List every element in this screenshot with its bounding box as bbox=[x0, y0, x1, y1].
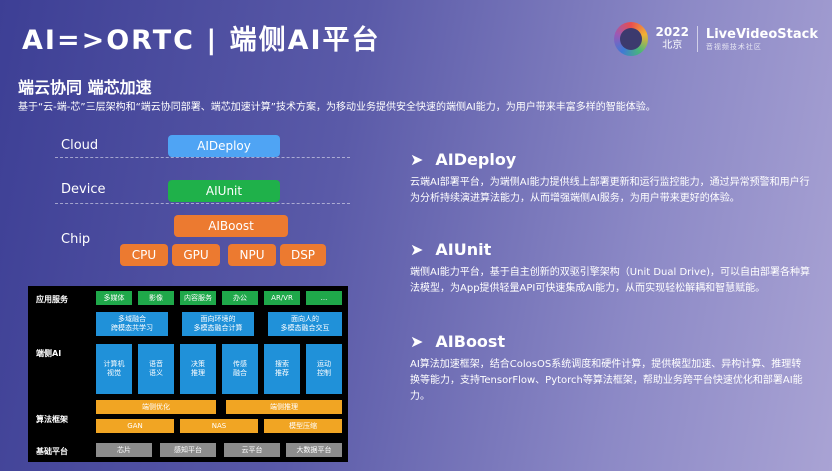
aideploy-heading: AIDeploy bbox=[435, 150, 517, 169]
arch-row-label: 基础平台 bbox=[36, 447, 68, 456]
base-box: 芯片 bbox=[96, 443, 152, 457]
aiboost-heading-row: ➤ AIBoost bbox=[410, 332, 810, 351]
section-subheading: 端云协同 端芯加速 bbox=[18, 78, 152, 97]
aiunit-section: ➤ AIUnit 端侧AI能力平台，基于自主创新的双驱引擎架构（Unit Dua… bbox=[410, 240, 810, 297]
aiunit-body: 端侧AI能力平台，基于自主创新的双驱引擎架构（Unit Dual Drive)，… bbox=[410, 267, 811, 294]
slide-title: AI=>ORTC | 端侧AI平台 bbox=[22, 25, 381, 56]
base-box: 大数据平台 bbox=[286, 443, 342, 457]
arrow-bullet-icon: ➤ bbox=[410, 332, 424, 351]
layer-label-device: Device bbox=[61, 182, 106, 197]
layer-label-cloud: Cloud bbox=[61, 138, 99, 153]
brand-name: LiveVideoStack bbox=[705, 26, 818, 42]
brand-subtitle: 音视频技术社区 bbox=[705, 42, 762, 51]
architecture-diagram: 应用服务 端侧AI 算法框架 基础平台 多媒体 影像 内容服务 办公 AR/VR… bbox=[28, 286, 348, 462]
app-box: 办公 bbox=[222, 291, 258, 305]
algo-box: NAS bbox=[180, 419, 258, 433]
ai-capability-box: 决策 推理 bbox=[180, 344, 216, 394]
algo-box: 端侧推理 bbox=[226, 400, 342, 414]
aiunit-heading-row: ➤ AIUnit bbox=[410, 240, 810, 259]
event-badge-icon bbox=[613, 22, 648, 56]
arrow-bullet-icon: ➤ bbox=[410, 150, 424, 169]
app-box: 影像 bbox=[138, 291, 174, 305]
algo-box: 模型压缩 bbox=[264, 419, 342, 433]
arch-row-label: 端侧AI bbox=[36, 349, 62, 358]
layer-label-chip: Chip bbox=[61, 232, 91, 247]
algo-box: 端侧优化 bbox=[96, 400, 216, 414]
arch-row-label: 应用服务 bbox=[36, 295, 68, 304]
base-box: 云平台 bbox=[224, 443, 280, 457]
algo-box: GAN bbox=[96, 419, 174, 433]
logo-divider bbox=[696, 26, 698, 52]
arrow-bullet-icon: ➤ bbox=[410, 240, 424, 259]
app-box: AR/VR bbox=[264, 291, 300, 305]
aiboost-pill: AIBoost bbox=[174, 215, 288, 237]
aiboost-heading: AIBoost bbox=[435, 332, 506, 351]
aideploy-body: 云端AI部署平台，为端侧AI能力提供线上部署更新和运行监控能力，通过异常预警和用… bbox=[410, 177, 810, 204]
layer-divider bbox=[55, 203, 350, 204]
ai-capability-box: 搜索 推荐 bbox=[264, 344, 300, 394]
aideploy-pill: AIDeploy bbox=[168, 135, 280, 157]
ai-capability-box: 语音 语义 bbox=[138, 344, 174, 394]
ai-fusion-box: 多域融合 跨模态共学习 bbox=[96, 312, 168, 336]
event-year-block: 2022 北京 bbox=[656, 26, 689, 52]
aiunit-heading: AIUnit bbox=[435, 240, 492, 259]
aideploy-heading-row: ➤ AIDeploy bbox=[410, 150, 810, 169]
dsp-pill: DSP bbox=[280, 244, 326, 266]
event-city: 北京 bbox=[662, 40, 683, 51]
layer-divider bbox=[55, 157, 350, 158]
app-box: 多媒体 bbox=[96, 291, 132, 305]
aiboost-body: AI算法加速框架，结合ColosOS系统调度和硬件计算，提供模型加速、异构计算、… bbox=[410, 359, 803, 402]
base-box: 感知平台 bbox=[160, 443, 216, 457]
npu-pill: NPU bbox=[228, 244, 276, 266]
event-logo: 2022 北京 LiveVideoStack 音视频技术社区 bbox=[613, 22, 818, 56]
gpu-pill: GPU bbox=[172, 244, 220, 266]
cpu-pill: CPU bbox=[120, 244, 168, 266]
event-year: 2022 bbox=[655, 25, 689, 39]
ai-capability-box: 运动 控制 bbox=[306, 344, 342, 394]
aideploy-section: ➤ AIDeploy 云端AI部署平台，为端侧AI能力提供线上部署更新和运行监控… bbox=[410, 150, 810, 207]
section-description: 基于“云-端-芯”三层架构和“端云协同部署、端芯加速计算”技术方案，为移动业务提… bbox=[18, 102, 656, 113]
ai-capability-box: 传感 融合 bbox=[222, 344, 258, 394]
aiboost-section: ➤ AIBoost AI算法加速框架，结合ColosOS系统调度和硬件计算，提供… bbox=[410, 332, 810, 405]
ai-capability-box: 计算机 视觉 bbox=[96, 344, 132, 394]
app-box: ... bbox=[306, 291, 342, 305]
ai-fusion-box: 面向人的 多模态融合交互 bbox=[268, 312, 342, 336]
aiunit-pill: AIUnit bbox=[168, 180, 280, 202]
app-box: 内容服务 bbox=[180, 291, 216, 305]
brand-block: LiveVideoStack 音视频技术社区 bbox=[706, 27, 818, 52]
ai-fusion-box: 面向环境的 多模态融合计算 bbox=[182, 312, 254, 336]
arch-row-label: 算法框架 bbox=[36, 415, 68, 424]
